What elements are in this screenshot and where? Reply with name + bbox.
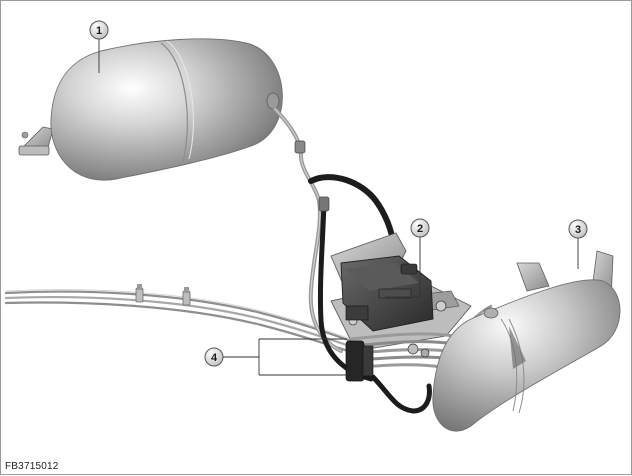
line-clip-a	[135, 284, 144, 303]
callout-3: 3	[568, 219, 588, 239]
callout-2-label: 2	[417, 223, 423, 235]
callout-3-label: 3	[575, 224, 581, 236]
pressure-reservoir-1	[18, 38, 283, 181]
figure-reference-code: FB3715012	[5, 461, 59, 472]
callout-2: 2	[410, 218, 430, 238]
pressure-reservoir-3	[432, 250, 621, 432]
valve-block-unit	[340, 255, 434, 332]
connector-block	[345, 340, 430, 382]
callout-4: 4	[204, 347, 224, 367]
leader-lines	[98, 39, 579, 376]
callout-4-label: 4	[211, 352, 218, 364]
line-clip-b	[182, 287, 191, 306]
callout-1: 1	[89, 20, 109, 40]
brake-lines-left	[4, 289, 357, 355]
callout-1-label: 1	[96, 25, 102, 37]
